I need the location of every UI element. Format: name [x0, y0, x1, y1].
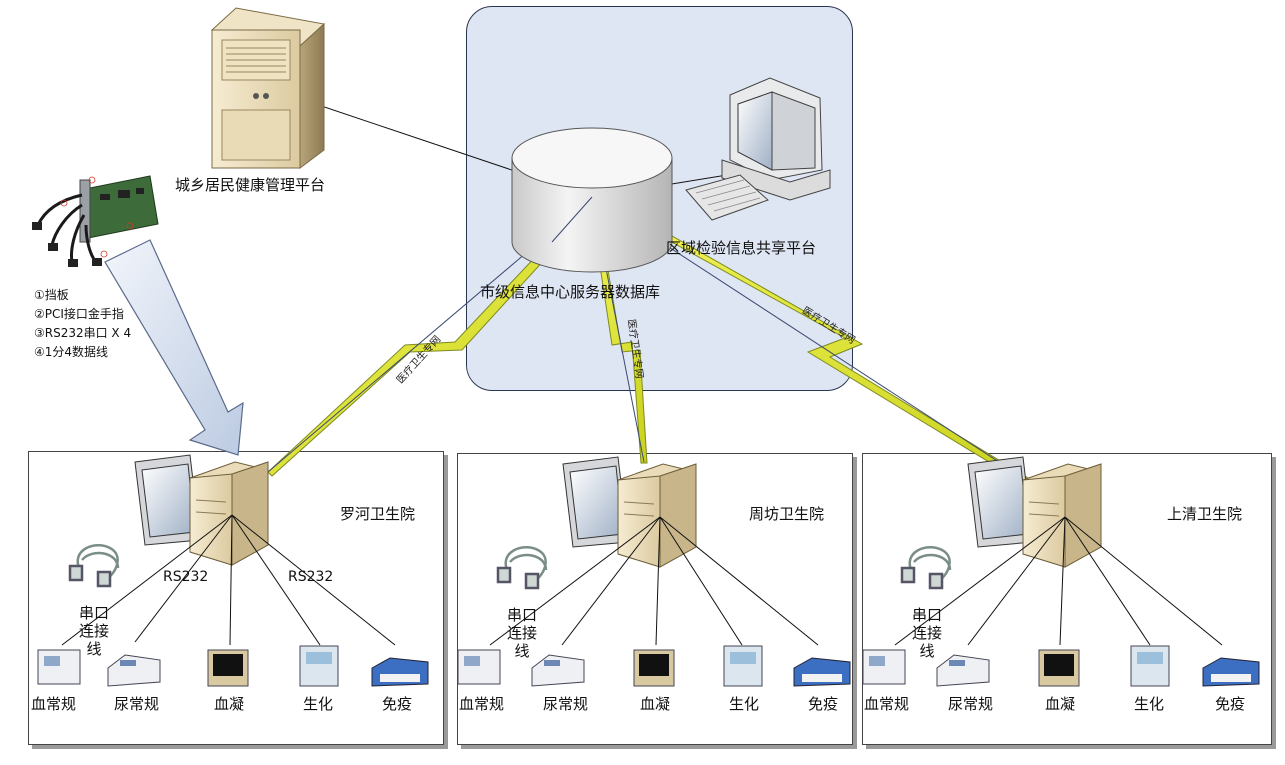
card-install-arrow: [104, 239, 244, 456]
card-legend-2: ②PCI接口金手指: [34, 307, 124, 321]
hematology-analyzer-icon: [37, 649, 81, 685]
card-legend-1: ①挡板: [34, 288, 69, 302]
pci-serial-card-icon: [32, 175, 159, 267]
rs232-label-right: RS232: [288, 569, 334, 585]
hematology-analyzer-icon: [457, 649, 501, 685]
coagulation-analyzer-icon: [1038, 649, 1080, 687]
device-label-hematology: 血常规: [864, 695, 910, 713]
immunoassay-analyzer-icon: [793, 657, 851, 687]
desktop-computer-icon: [685, 77, 831, 221]
card-legend-4: ④1分4数据线: [34, 345, 109, 359]
lab-devices-luohe: [37, 645, 429, 687]
hospital-workstation-zhoufang: [562, 456, 697, 568]
serial-cable-icon: [496, 545, 548, 590]
hospital-workstation-shangqing: [967, 456, 1102, 568]
device-label-biochemistry: 生化: [1134, 695, 1165, 713]
device-label-hematology: 血常规: [31, 695, 77, 713]
cable-label-luohe: 串口连接线: [78, 604, 109, 658]
urine-analyzer-icon: [107, 654, 161, 687]
device-label-urine: 尿常规: [543, 695, 589, 713]
lab-devices-shangqing: [862, 645, 1260, 687]
lab-devices-zhoufang: [457, 645, 851, 687]
device-label-coagulation: 血凝: [1045, 695, 1076, 713]
device-links-shangqing: [894, 516, 1223, 646]
device-label-coagulation: 血凝: [640, 695, 671, 713]
hospital-name-shangqing: 上清卫生院: [1167, 505, 1243, 523]
device-label-immunology: 免疫: [1215, 695, 1246, 713]
cable-label-zhoufang: 串口连接线: [506, 606, 537, 660]
serial-cable-icon: [68, 543, 120, 588]
biochemistry-analyzer-icon: [1130, 645, 1170, 687]
device-links-zhoufang: [489, 516, 819, 646]
health-platform-label: 城乡居民健康管理平台: [175, 176, 326, 194]
hematology-analyzer-icon: [862, 649, 906, 685]
immunoassay-analyzer-icon: [371, 657, 429, 687]
urine-analyzer-icon: [936, 654, 990, 687]
hospital-name-zhoufang: 周坊卫生院: [749, 505, 825, 523]
device-label-urine: 尿常规: [114, 695, 160, 713]
cable-label-shangqing: 串口连接线: [911, 606, 942, 660]
database-cylinder-icon: [511, 127, 673, 273]
immunoassay-analyzer-icon: [1202, 657, 1260, 687]
biochemistry-analyzer-icon: [723, 645, 763, 687]
serial-cable-icon: [900, 545, 952, 590]
urine-analyzer-icon: [531, 654, 585, 687]
device-label-hematology: 血常规: [459, 695, 505, 713]
coagulation-analyzer-icon: [207, 649, 249, 687]
hospital-workstation-luohe: [134, 454, 269, 566]
tower-server-icon: [210, 7, 326, 169]
hospital-name-luohe: 罗河卫生院: [340, 505, 416, 523]
device-label-immunology: 免疫: [808, 695, 839, 713]
device-label-immunology: 免疫: [382, 695, 413, 713]
device-links-luohe: [61, 514, 396, 646]
lab-share-platform-label: 区域检验信息共享平台: [666, 239, 817, 257]
biochemistry-analyzer-icon: [299, 645, 339, 687]
coagulation-analyzer-icon: [633, 649, 675, 687]
device-label-coagulation: 血凝: [214, 695, 245, 713]
database-label: 市级信息中心服务器数据库: [480, 283, 661, 301]
card-legend-3: ③RS232串口 X 4: [34, 326, 132, 340]
device-label-biochemistry: 生化: [729, 695, 760, 713]
device-label-biochemistry: 生化: [303, 695, 334, 713]
rs232-label-left: RS232: [163, 569, 209, 585]
device-label-urine: 尿常规: [948, 695, 994, 713]
